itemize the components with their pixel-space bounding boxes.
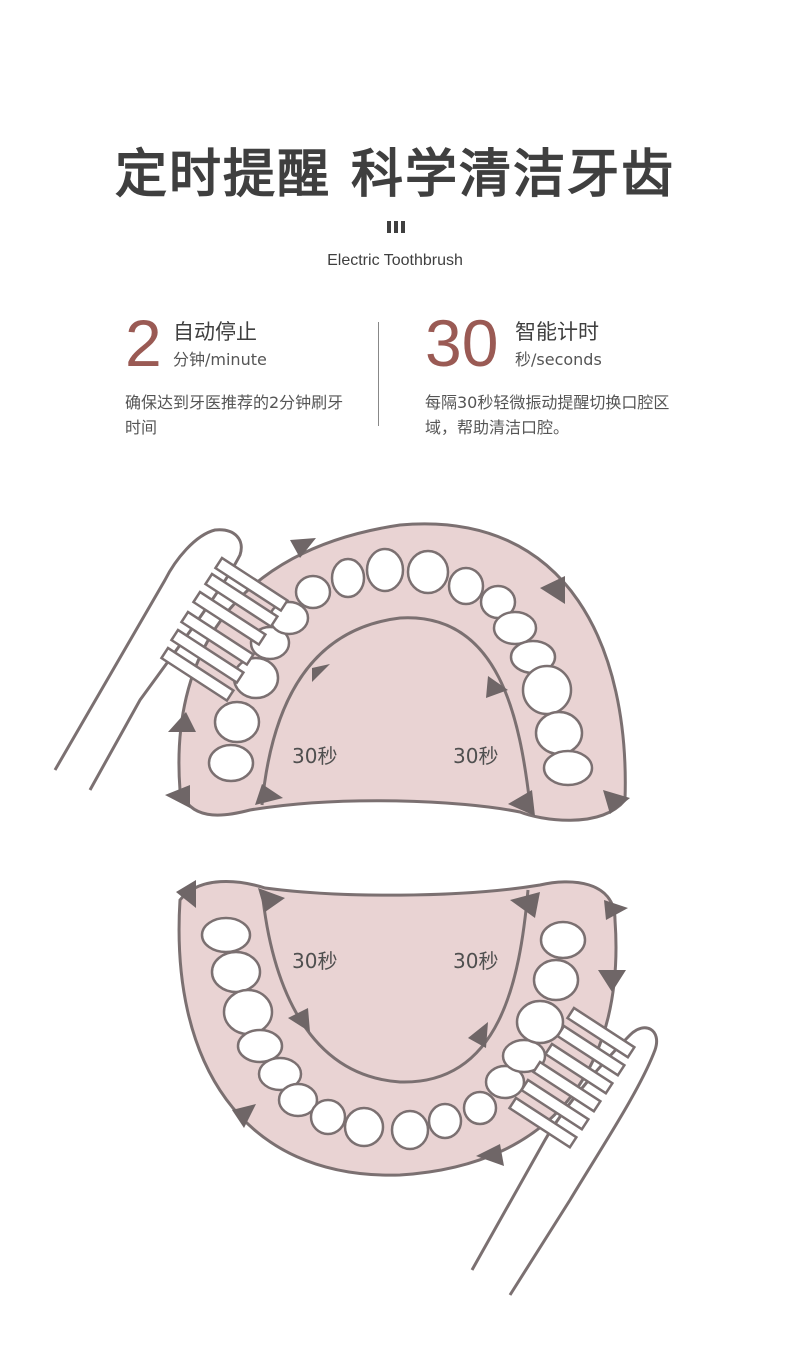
stat-number: 30 (425, 306, 499, 380)
divider-bars-icon (387, 221, 405, 233)
teeth-brushing-diagram: 30秒 30秒 (53, 522, 659, 1296)
stat-label: 智能计时 (515, 320, 599, 344)
upper-left-time-label: 30秒 (292, 744, 337, 768)
stat-description: 每隔30秒轻微振动提醒切换口腔区域，帮助清洁口腔。 (425, 393, 670, 437)
stat-number: 2 (125, 306, 162, 380)
stat-unit: 分钟/minute (173, 350, 267, 369)
stat-description: 确保达到牙医推荐的2分钟刷牙时间 (125, 393, 344, 437)
stat-label: 自动停止 (173, 320, 257, 344)
lower-inner-arch (260, 889, 530, 1084)
vertical-divider (378, 322, 379, 426)
lower-arrows (176, 880, 628, 1166)
upper-inner-arch (260, 616, 532, 806)
lower-teeth (200, 916, 587, 1151)
page-subtitle: Electric Toothbrush (327, 252, 463, 269)
lower-left-time-label: 30秒 (292, 949, 337, 973)
upper-teeth (207, 547, 594, 787)
upper-right-time-label: 30秒 (453, 744, 498, 768)
upper-toothbrush-icon (53, 528, 290, 791)
lower-toothbrush-icon (470, 1006, 659, 1296)
upper-arrows (165, 538, 630, 816)
lower-right-time-label: 30秒 (453, 949, 498, 973)
stat-unit: 秒/seconds (515, 350, 602, 369)
page-title: 定时提醒 科学清洁牙齿 (114, 145, 676, 205)
upper-jaw: 30秒 30秒 (53, 522, 630, 822)
lower-jaw: 30秒 30秒 (176, 880, 659, 1296)
